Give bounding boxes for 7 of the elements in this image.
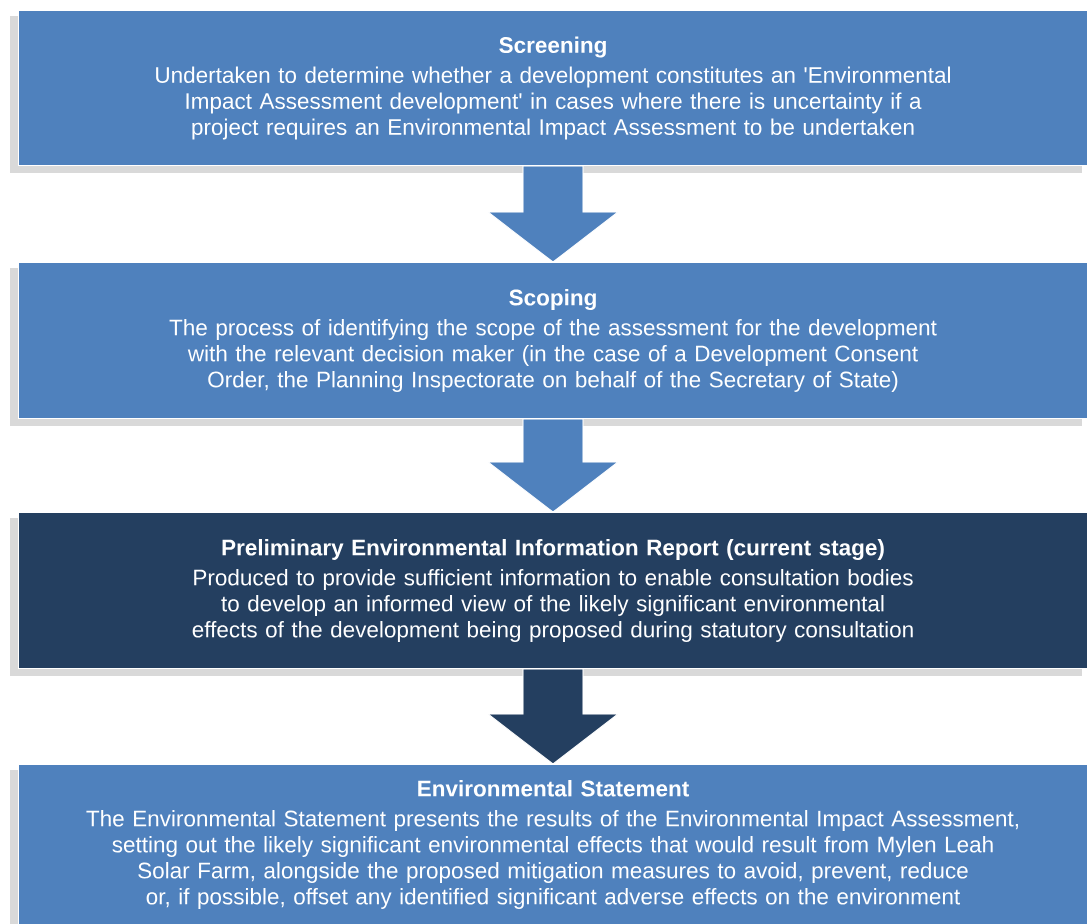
stage-box: Screening Undertaken to determine whether a development constitutes an 'Environmental Impact Assessment development' in cases where there is uncertainty if a project requires an Environmental Impact Assessment to be undertaken [10, 10, 1087, 173]
stage-box: Preliminary Environmental Information Report (current stage) Produced to provide sufficient information to enable consultation bodies to develop an informed view of the likely significant environmental effects of the development being proposed during statutory consultation [10, 512, 1087, 676]
stage-box: Environmental Statement The Environmental Statement presents the results of the Environmental Impact Assessment, setting out the likely significant environmental effects that would result from Mylen Leah Solar Farm, alongside the proposed mitigation measures to avoid, prevent, reduce or, if possible, offset any identified significant adverse effects on the environment [10, 764, 1087, 924]
stage-box: Scoping The process of identifying the scope of the assessment for the development with the relevant decision maker (in the case of a Development Consent Order, the Planning Inspectorate on behalf of the Secretary of State) [10, 262, 1087, 426]
block-arrow [487, 668, 619, 765]
block-arrow [487, 165, 619, 263]
block-arrow [487, 418, 619, 513]
